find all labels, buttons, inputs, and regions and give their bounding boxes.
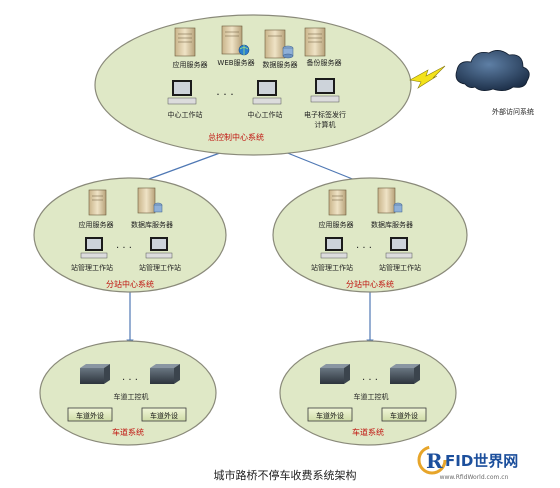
workstation-icon	[145, 237, 173, 259]
lane-device-box	[307, 407, 353, 422]
branch-ws-label-2: 站管理工作站	[139, 263, 181, 272]
lane-system-1: · · · 车道工控机 车道外设 车道外设 车道系统	[39, 340, 217, 446]
branch-system-label: 分站中心系统	[346, 279, 394, 289]
lane-device-label-2: 车道外设	[390, 411, 418, 420]
server-label-backup: 备份服务器	[307, 58, 342, 67]
branch-ellipsis: · · ·	[116, 243, 132, 254]
workstation-icon	[320, 237, 348, 259]
lane-controller-icon	[390, 364, 420, 384]
branch-system-label: 分站中心系统	[106, 279, 154, 289]
branch-server-label-db: 数据库服务器	[131, 220, 173, 229]
issuer-label-line1: 电子标签发行	[304, 110, 346, 119]
server-icon	[174, 27, 196, 57]
external-access-label: 外部访问系统	[492, 107, 534, 116]
lane-device-label-2: 车道外设	[150, 411, 178, 420]
backup-server-icon	[304, 27, 326, 57]
lane-controller-icon	[80, 364, 110, 384]
logo-text: FID世界网	[445, 452, 518, 470]
branch-ellipse	[272, 177, 468, 293]
branch-ellipse	[33, 177, 227, 293]
branch-ws-label-1: 站管理工作站	[71, 263, 113, 272]
branch-center-system-1: 应用服务器 数据库服务器 · · · 站管理工作站 站管理工作站 分站中心系统	[33, 177, 227, 293]
workstation-icon	[167, 80, 197, 105]
database-server-icon	[264, 29, 294, 59]
branch-server-label-db: 数据库服务器	[371, 220, 413, 229]
branch-ellipsis: · · ·	[356, 243, 372, 254]
branch-server-label-app: 应用服务器	[319, 220, 354, 229]
server-icon	[328, 189, 347, 216]
logo-swirl-icon	[417, 445, 447, 475]
lane-device-box	[67, 407, 113, 422]
lane-device-label-1: 车道外设	[316, 411, 344, 420]
database-server-icon	[377, 187, 403, 214]
central-control-system: 应用服务器 WEB服务器 数据服务器 备份服务器 · · · 中心工作站 中心工…	[94, 14, 412, 156]
lane-controller-label: 车道工控机	[114, 392, 149, 401]
logo-url: www.RfidWorld.com.cn	[440, 474, 509, 481]
branch-center-system-2: 应用服务器 数据库服务器 · · · 站管理工作站 站管理工作站 分站中心系统	[272, 177, 468, 293]
database-server-icon	[137, 187, 163, 214]
rfidworld-logo: R FID世界网 www.RfidWorld.com.cn	[417, 445, 518, 481]
lane-device-box	[141, 407, 187, 422]
lane-device-box	[381, 407, 427, 422]
workstation-icon	[385, 237, 413, 259]
web-server-icon	[221, 25, 250, 56]
lane-controller-label: 车道工控机	[354, 392, 389, 401]
branch-server-label-app: 应用服务器	[79, 220, 114, 229]
cloud-icon	[455, 50, 530, 91]
server-label-data: 数据服务器	[263, 60, 298, 69]
workstation-label-2: 中心工作站	[248, 110, 283, 119]
branch-ws-label-1: 站管理工作站	[311, 263, 353, 272]
lane-ellipsis: · · ·	[122, 375, 138, 386]
central-ellipse	[94, 14, 412, 156]
workstation-icon	[80, 237, 108, 259]
lightning-bolt-icon	[409, 65, 446, 89]
branch-ws-label-2: 站管理工作站	[379, 263, 421, 272]
central-system-label: 总控制中心系统	[208, 132, 264, 142]
issuer-label-line2: 计算机	[315, 120, 336, 129]
lane-controller-icon	[320, 364, 350, 384]
workstation-label-1: 中心工作站	[168, 110, 203, 119]
diagram-caption: 城市路桥不停车收费系统架构	[214, 468, 357, 482]
logo-r-letter: R	[426, 449, 443, 473]
workstation-icon	[252, 80, 282, 105]
central-ellipsis: · · ·	[216, 88, 233, 101]
lane-device-label-1: 车道外设	[76, 411, 104, 420]
lane-controller-icon	[150, 364, 180, 384]
server-icon	[88, 189, 107, 216]
issuer-computer-icon	[310, 78, 340, 103]
lane-ellipsis: · · ·	[362, 375, 378, 386]
lane-system-label: 车道系统	[112, 427, 144, 437]
server-label-web: WEB服务器	[217, 58, 254, 67]
lane-system-label: 车道系统	[352, 427, 384, 437]
lane-system-2: · · · 车道工控机 车道外设 车道外设 车道系统	[279, 340, 457, 446]
server-label-app: 应用服务器	[173, 60, 208, 69]
